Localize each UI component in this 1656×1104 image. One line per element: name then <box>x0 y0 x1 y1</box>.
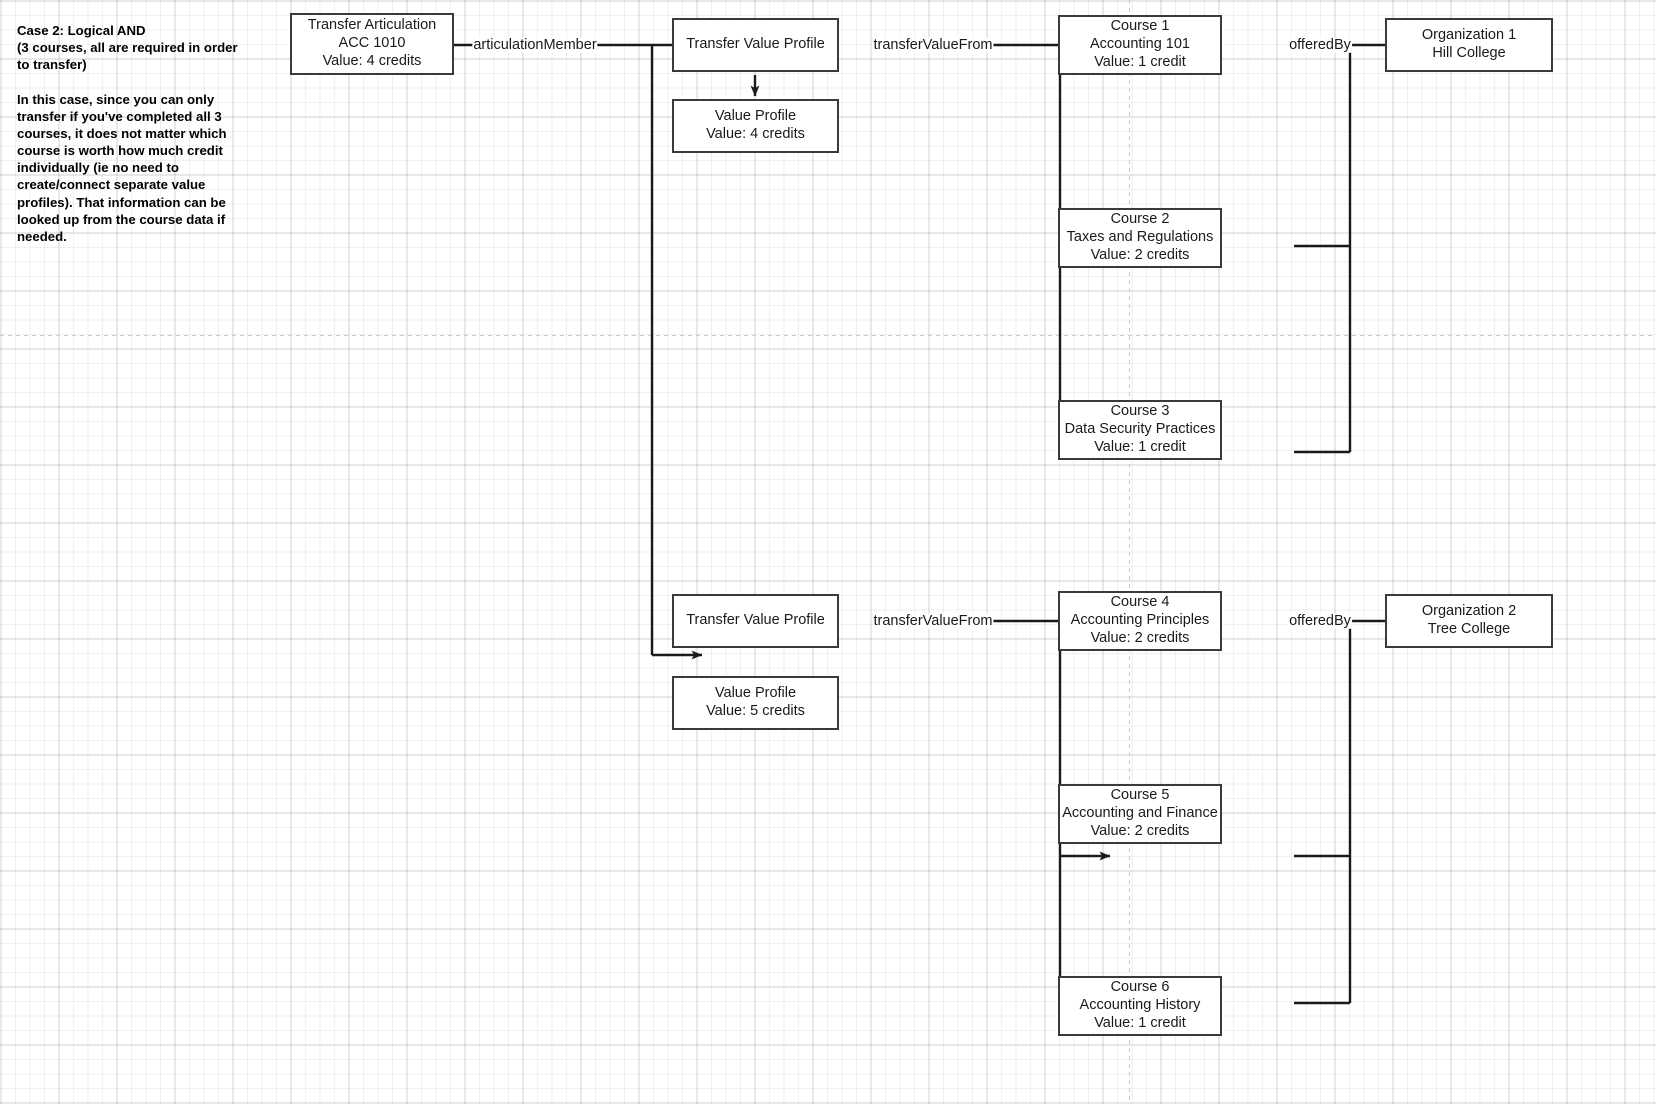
node-transfer-value-profile-2[interactable]: Transfer Value Profile <box>672 594 839 648</box>
node-course-1[interactable]: Course 1 Accounting 101 Value: 1 credit <box>1058 15 1222 75</box>
edge-label-offered-by-2: offeredBy <box>1288 612 1352 629</box>
edge-label-offered-by-1: offeredBy <box>1288 36 1352 53</box>
node-value-profile-1[interactable]: Value Profile Value: 4 credits <box>672 99 839 153</box>
node-line-3: Value: 1 credit <box>1094 53 1186 70</box>
node-course-4[interactable]: Course 4 Accounting Principles Value: 2 … <box>1058 591 1222 651</box>
node-line-1: Value Profile <box>714 685 797 702</box>
edge-label-articulation-member: articulationMember <box>472 36 598 53</box>
node-line-3: Value: 2 credits <box>1090 629 1190 646</box>
node-line-2: Hill College <box>1432 45 1506 61</box>
node-value-profile-2[interactable]: Value Profile Value: 5 credits <box>672 676 839 730</box>
node-line-2: ACC 1010 <box>338 35 406 52</box>
node-course-3[interactable]: Course 3 Data Security Practices Value: … <box>1058 400 1222 460</box>
node-line-1: Course 3 <box>1110 403 1170 420</box>
node-line-1: Course 1 <box>1110 18 1170 35</box>
node-transfer-value-profile-1[interactable]: Transfer Value Profile <box>672 18 839 72</box>
node-line-2: Accounting and Finance <box>1062 805 1218 822</box>
node-line-2: Accounting Principles <box>1070 612 1210 629</box>
node-line-1: Organization 1 <box>1421 27 1517 44</box>
node-line-3: Value: 2 credits <box>1090 822 1190 839</box>
node-organization-2[interactable]: Organization 2 Tree College <box>1385 594 1553 648</box>
node-line-3: Value: 2 credits <box>1090 246 1190 263</box>
node-line-1: Organization 2 <box>1421 603 1517 620</box>
node-line-1: Course 6 <box>1110 979 1170 996</box>
node-transfer-articulation[interactable]: Transfer Articulation ACC 1010 Value: 4 … <box>290 13 454 75</box>
node-line-1: Transfer Articulation <box>307 17 437 34</box>
node-line-2: Value: 5 credits <box>706 703 805 719</box>
case-note: Case 2: Logical AND (3 courses, all are … <box>17 23 238 244</box>
node-line-2: Data Security Practices <box>1064 421 1216 438</box>
node-course-6[interactable]: Course 6 Accounting History Value: 1 cre… <box>1058 976 1222 1036</box>
node-line-1: Transfer Value Profile <box>686 36 825 53</box>
node-organization-1[interactable]: Organization 1 Hill College <box>1385 18 1553 72</box>
node-line-1: Course 2 <box>1110 211 1170 228</box>
node-line-2: Tree College <box>1427 621 1511 637</box>
node-course-2[interactable]: Course 2 Taxes and Regulations Value: 2 … <box>1058 208 1222 268</box>
edge-label-transfer-value-from-1: transferValueFrom <box>872 36 994 53</box>
edge-label-transfer-value-from-2: transferValueFrom <box>872 612 994 629</box>
node-line-2: Taxes and Regulations <box>1066 229 1214 246</box>
node-course-5[interactable]: Course 5 Accounting and Finance Value: 2… <box>1058 784 1222 844</box>
node-line-2: Accounting 101 <box>1090 36 1190 53</box>
node-line-2: Accounting History <box>1079 997 1201 1014</box>
node-line-2: Value: 4 credits <box>706 126 805 142</box>
node-line-3: Value: 4 credits <box>322 52 422 69</box>
node-line-3: Value: 1 credit <box>1094 1014 1186 1031</box>
node-line-1: Value Profile <box>714 108 797 125</box>
node-line-3: Value: 1 credit <box>1094 438 1186 455</box>
node-line-1: Course 4 <box>1110 594 1170 611</box>
node-line-1: Transfer Value Profile <box>686 612 825 629</box>
node-line-1: Course 5 <box>1110 787 1170 804</box>
